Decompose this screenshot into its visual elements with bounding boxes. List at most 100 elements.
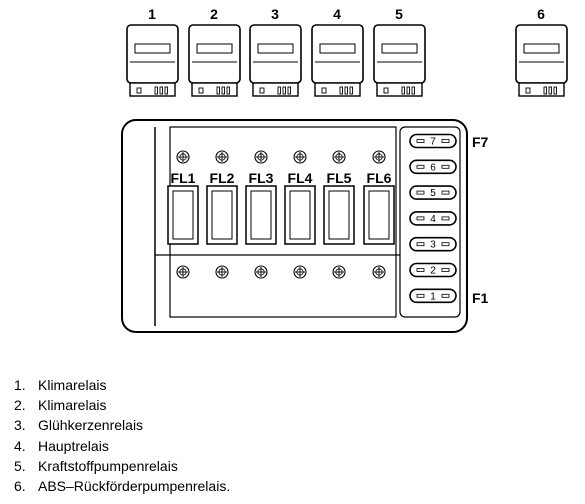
fuse-body	[409, 236, 457, 252]
relay-pin	[401, 86, 405, 95]
fuse-blade	[441, 190, 450, 195]
fusible-link-4: FL4	[284, 150, 316, 279]
legend-item: 5.Kraftstoffpumpenrelais	[14, 456, 230, 476]
relay-pin	[349, 86, 353, 95]
fusible-link-label: FL1	[171, 170, 196, 186]
legend-item: 2. Klimarelais	[14, 395, 230, 415]
fuse-body	[409, 288, 457, 304]
relay-pin	[221, 86, 225, 95]
fuse-body	[409, 133, 457, 149]
relay-body	[249, 24, 302, 84]
fuse-blade	[416, 216, 425, 221]
relay-pin	[164, 86, 168, 95]
relay-pin	[339, 86, 343, 95]
fusible-link-inner	[289, 190, 311, 240]
fuse-label-top: F7	[472, 134, 489, 150]
fuse-body	[409, 185, 457, 200]
relay-pin	[216, 86, 220, 95]
fuse-box	[121, 119, 468, 333]
fuse-box-outline	[121, 119, 468, 333]
relay-pin	[383, 87, 389, 94]
relay-number: 1	[148, 6, 156, 22]
fuse-blade	[416, 139, 425, 143]
fuse-blade	[416, 190, 425, 195]
relay-label-window	[134, 43, 171, 54]
fuse-6: 6	[409, 159, 457, 175]
fuse-5: 5	[409, 185, 457, 200]
fuse-body	[409, 262, 457, 278]
fusible-link-label: FL3	[249, 170, 274, 186]
fuse-group: 7 6 5 4 3 2 1	[409, 133, 457, 304]
legend-number: 6.	[14, 477, 26, 494]
relay-pin	[543, 86, 547, 95]
fuse-number: 5	[430, 188, 436, 199]
relay-1: 1	[126, 6, 179, 97]
legend-text: Klimarelais	[38, 377, 107, 393]
fuse-7: 7	[409, 133, 457, 149]
relay-pin	[277, 86, 281, 95]
relay-number: 6	[537, 6, 545, 22]
fusible-link-label: FL5	[327, 170, 352, 186]
relay-2: 2	[188, 6, 241, 97]
fuse-2: 2	[409, 262, 457, 278]
legend-number: 2.	[14, 397, 26, 414]
screw-icon	[176, 150, 190, 164]
fusible-link-2: FL2	[206, 150, 238, 279]
fuse-number: 7	[430, 137, 436, 148]
screw-icon	[332, 150, 346, 164]
fuse-blade	[441, 293, 450, 298]
legend-text: ABS–Rückförderpumpenrelais.	[38, 477, 231, 494]
relay-pin	[154, 86, 158, 95]
relay-pin	[287, 86, 291, 95]
fuse-body	[409, 159, 457, 175]
legend-text: Klimarelais	[38, 397, 107, 414]
relay-pin	[136, 87, 142, 94]
fusible-link-inner	[328, 190, 350, 240]
screw-icon	[332, 265, 346, 279]
relay-pin	[226, 86, 230, 95]
relay-number: 3	[271, 6, 279, 22]
fuse-blade	[441, 268, 450, 272]
screw-icon	[293, 150, 307, 164]
relay-pin	[282, 86, 286, 95]
fuse-body	[409, 211, 457, 226]
fuse-blade	[441, 242, 450, 247]
relay-body	[126, 24, 179, 84]
relay-number: 2	[210, 6, 218, 22]
fusible-link-inner	[250, 190, 272, 240]
relay-pin	[553, 86, 557, 95]
fusible-link-1: FL1	[167, 150, 199, 279]
legend-item: 1.Klimarelais	[14, 375, 230, 395]
fusible-link-5: FL5	[323, 150, 355, 279]
fuse-panel	[399, 126, 461, 318]
relay-6: 6	[515, 6, 568, 97]
screw-icon	[254, 265, 268, 279]
fuse-label-bottom: F1	[472, 290, 489, 306]
fusible-link-label: FL2	[210, 170, 235, 186]
fuse-blade	[441, 216, 450, 221]
fusible-link-inner	[368, 190, 390, 240]
relay-body	[311, 24, 364, 84]
relay-3: 3	[249, 6, 302, 97]
legend-item: 6. ABS–Rückförderpumpenrelais.	[14, 476, 230, 496]
fuse-3: 3	[409, 236, 457, 252]
fuse-blade	[441, 164, 450, 169]
fuse-4: 4	[409, 211, 457, 226]
fusible-link-panel	[169, 126, 397, 318]
fuse-number: 3	[430, 240, 436, 251]
relay-label-window	[381, 43, 418, 54]
screw-icon	[215, 265, 229, 279]
relay-number: 4	[333, 6, 341, 22]
relay-pin	[525, 87, 531, 94]
screw-icon	[293, 265, 307, 279]
fuse-1: 1	[409, 288, 457, 304]
legend-number: 4.	[14, 437, 26, 454]
legend-item: 3.Glühkerzenrelais	[14, 415, 230, 435]
screw-icon	[215, 150, 229, 164]
screw-icon	[254, 150, 268, 164]
relay-body	[515, 24, 568, 84]
fusible-link-inner	[172, 190, 194, 240]
